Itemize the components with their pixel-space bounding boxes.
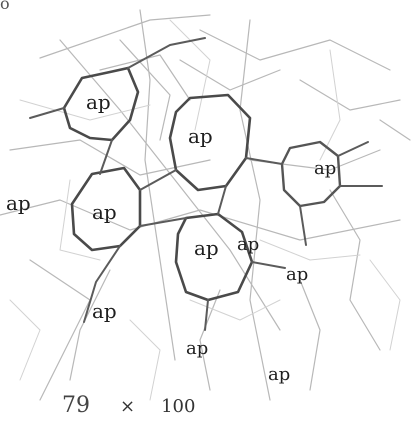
label-ap-lower-right: ap (268, 366, 290, 384)
label-ap-cell2: ap (188, 126, 213, 146)
label-ap-right-mid: ap (237, 236, 259, 254)
label-ap-cell1: ap (86, 92, 111, 112)
label-ap-left: ap (6, 193, 31, 213)
label-ap-cell5: ap (194, 238, 219, 258)
label-ap-cell4: ap (92, 202, 117, 222)
label-ap-cell3: ap (314, 160, 336, 178)
figure-caption: 79 × 100 (62, 393, 195, 418)
label-ap-lower-left: ap (92, 301, 117, 321)
spines (30, 38, 382, 330)
label-ap-lower-center: ap (186, 340, 208, 358)
caption-number: 79 (62, 393, 90, 418)
caption-magnification: 100 (161, 396, 195, 417)
caption-times-sign: × (120, 396, 135, 417)
label-ap-right: ap (286, 266, 308, 284)
